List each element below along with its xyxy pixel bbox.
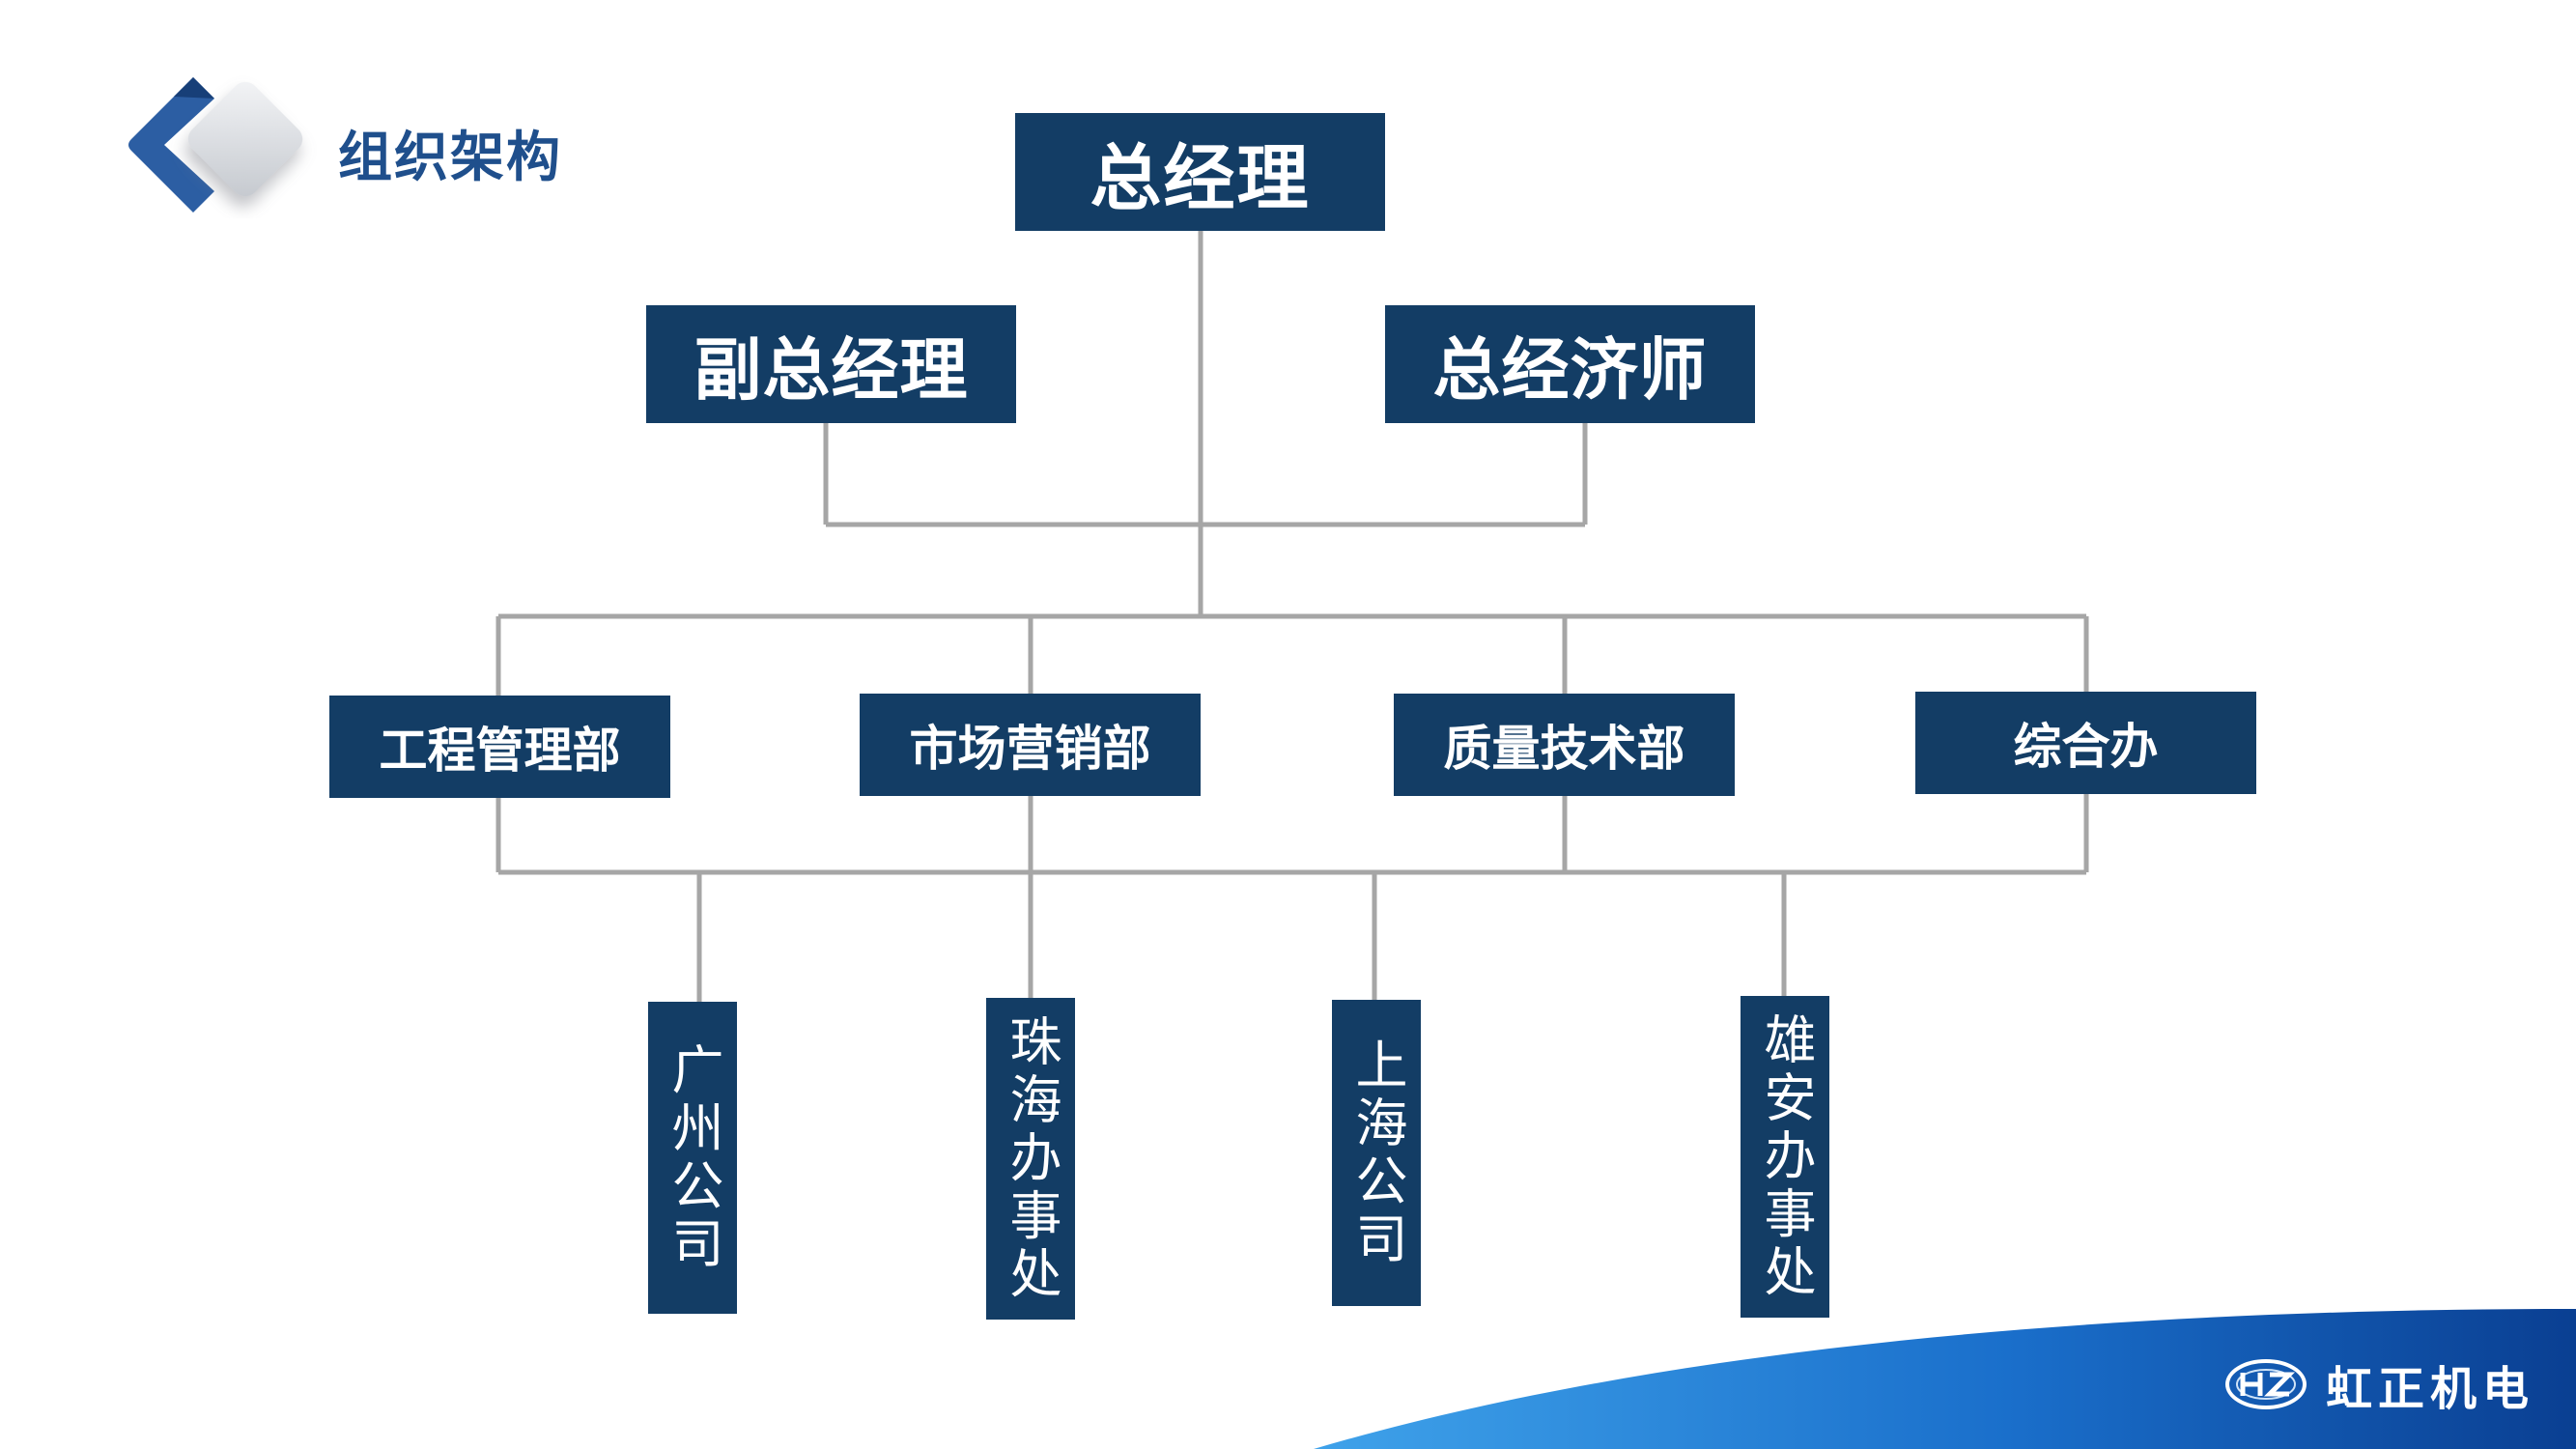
org-box-chief-economist[interactable]: 总经济师 — [1385, 305, 1755, 423]
org-box-engineering-dept[interactable]: 工程管理部 — [329, 696, 670, 798]
org-box-marketing-dept[interactable]: 市场营销部 — [860, 694, 1201, 796]
org-box-general-manager[interactable]: 总经理 — [1015, 113, 1385, 231]
org-box-general-office[interactable]: 综合办 — [1915, 692, 2256, 794]
org-box-quality-dept[interactable]: 质量技术部 — [1394, 694, 1735, 796]
org-box-guangzhou-branch[interactable]: 广州公司 — [648, 1002, 737, 1314]
page-title: 组织架构 — [338, 127, 562, 189]
brand-name: 虹正机电 — [2326, 1362, 2535, 1416]
org-box-zhuhai-office[interactable]: 珠海办事处 — [986, 998, 1075, 1320]
hz-emblem-icon — [2225, 1359, 2307, 1409]
org-box-deputy-gm[interactable]: 副总经理 — [646, 305, 1016, 423]
header-logo-icon — [128, 77, 303, 213]
footer-brand: 虹正机电 — [2222, 1350, 2534, 1418]
org-box-shanghai-branch[interactable]: 上海公司 — [1332, 1000, 1421, 1306]
org-box-xiongan-office[interactable]: 雄安办事处 — [1741, 996, 1829, 1318]
